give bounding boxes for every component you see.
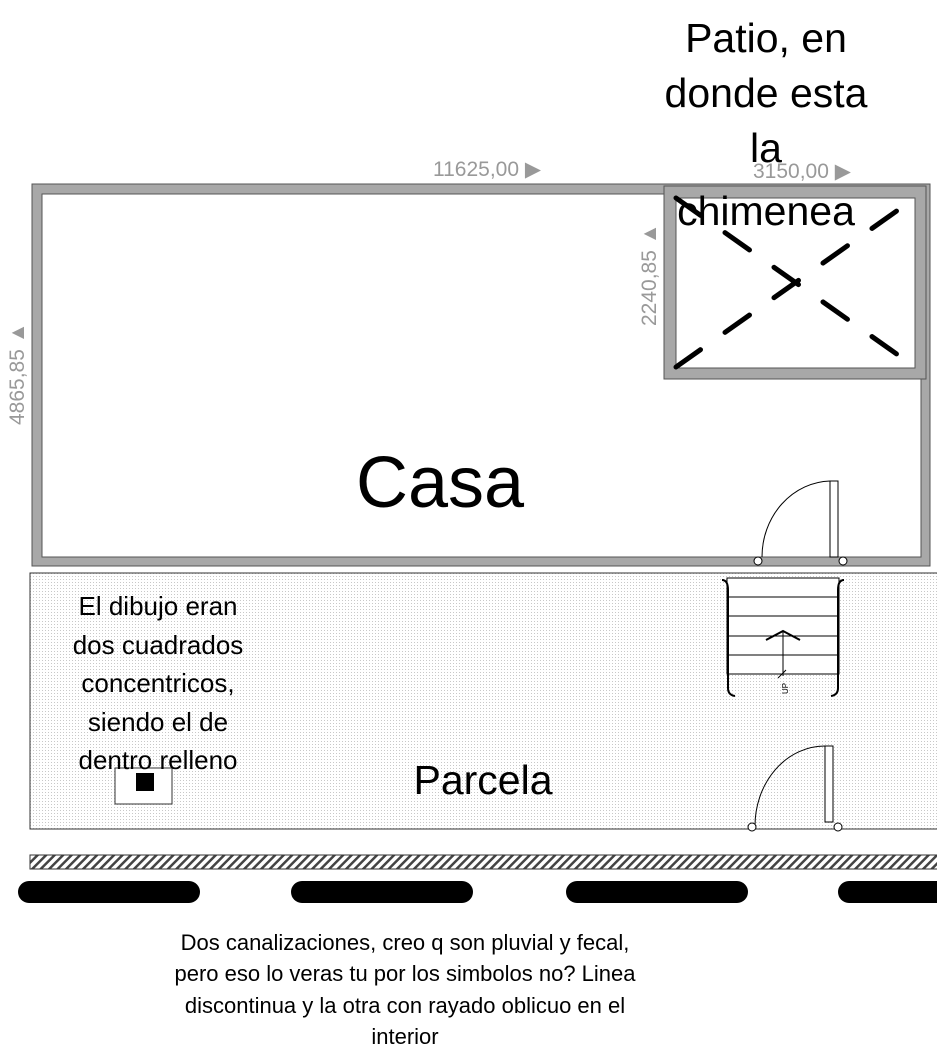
svg-text:donde esta: donde esta (665, 70, 868, 116)
concentric-squares-symbol (114, 767, 173, 805)
svg-text:dos cuadrados: dos cuadrados (73, 630, 244, 660)
casa-label: Casa (356, 443, 525, 523)
dim-patio-depth: 2240,85 ▲ (638, 223, 661, 326)
dim-house-width: 11625,00 ▶ (433, 158, 542, 181)
stairs (721, 577, 845, 697)
note-left: El dibujo eran dos cuadrados concentrico… (73, 591, 244, 775)
patio (663, 185, 927, 380)
svg-text:dentro relleno: dentro relleno (79, 745, 238, 775)
note-bottom: Dos canalizaciones, creo q son pluvial y… (174, 930, 636, 1049)
svg-text:El dibujo eran: El dibujo eran (79, 591, 238, 621)
svg-text:siendo el de: siendo el de (88, 707, 228, 737)
chimney-cross (673, 195, 918, 370)
svg-text:interior: interior (371, 1024, 438, 1049)
stair-up-label: UP (781, 683, 790, 694)
svg-text:discontinua y la otra con raya: discontinua y la otra con rayado oblicuo… (185, 993, 625, 1018)
door-casa (753, 480, 848, 566)
hatched-pipe (29, 854, 937, 870)
dim-patio-width: 3150,00 ▶ (753, 160, 852, 183)
dim-house-depth: 4865,85 ▲ (6, 322, 29, 425)
svg-text:la: la (750, 125, 782, 171)
svg-text:Patio, en: Patio, en (685, 15, 847, 61)
svg-text:Dos canalizaciones, creo q son: Dos canalizaciones, creo q son pluvial y… (181, 930, 630, 955)
svg-text:chimenea: chimenea (677, 188, 855, 234)
dashed-pipe (18, 881, 937, 903)
door-parcela (747, 745, 843, 832)
svg-text:concentricos,: concentricos, (81, 668, 234, 698)
svg-text:pero eso lo veras tu por los s: pero eso lo veras tu por los simbolos no… (174, 961, 636, 986)
patio-label: Patio, en donde esta la chimenea (665, 15, 868, 234)
parcela-label: Parcela (413, 757, 552, 803)
